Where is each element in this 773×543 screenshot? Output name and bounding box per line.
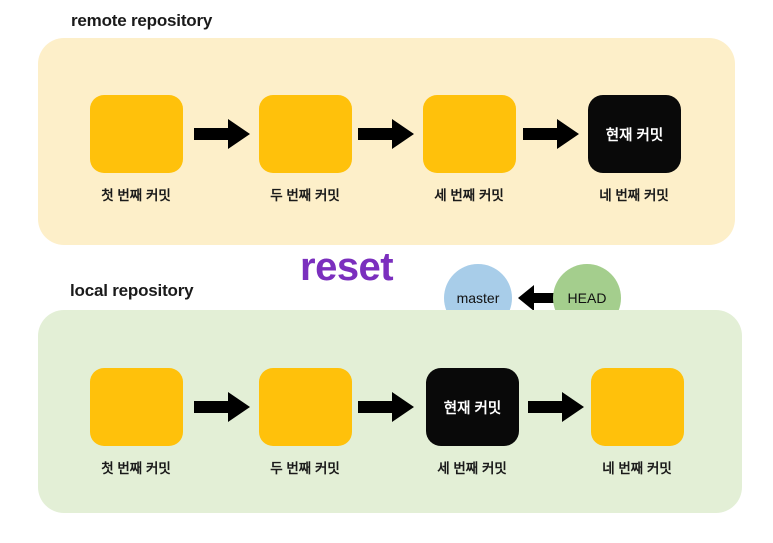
local-commit-node-1[interactable] bbox=[90, 368, 183, 446]
local-arrow-right-1-icon bbox=[194, 391, 250, 423]
local-arrow-right-3-icon bbox=[528, 391, 584, 423]
remote-commit-caption-3: 세 번째 커밋 bbox=[434, 188, 504, 203]
remote-repository-title: remote repository bbox=[71, 11, 213, 30]
master-branch-label: master bbox=[456, 290, 500, 306]
local-commit-node-3[interactable]: 현재 커밋 bbox=[426, 368, 519, 446]
remote-commit-caption-4: 네 번째 커밋 bbox=[599, 188, 669, 203]
remote-commit-node-1[interactable] bbox=[90, 95, 183, 173]
local-commit-caption-3: 세 번째 커밋 bbox=[437, 461, 507, 476]
remote-commit-node-4[interactable]: 현재 커밋 bbox=[588, 95, 681, 173]
remote-commit-node-2[interactable] bbox=[259, 95, 352, 173]
remote-arrow-right-2-icon bbox=[358, 118, 414, 150]
remote-arrow-right-1-icon bbox=[194, 118, 250, 150]
local-repository-title: local repository bbox=[70, 281, 194, 300]
remote-commit-node-3[interactable] bbox=[423, 95, 516, 173]
head-label: HEAD bbox=[567, 290, 607, 306]
local-commit-inner-label-3: 현재 커밋 bbox=[443, 400, 502, 417]
remote-commit-caption-1: 첫 번째 커밋 bbox=[101, 188, 171, 203]
remote-commit-caption-2: 두 번째 커밋 bbox=[270, 188, 340, 203]
reset-operation-label: reset bbox=[300, 245, 394, 289]
local-commit-node-2[interactable] bbox=[259, 368, 352, 446]
local-commit-caption-2: 두 번째 커밋 bbox=[270, 461, 340, 476]
head-to-master-arrow-icon bbox=[518, 284, 564, 312]
local-commit-node-4[interactable] bbox=[591, 368, 684, 446]
local-arrow-right-2-icon bbox=[358, 391, 414, 423]
remote-commit-inner-label-4: 현재 커밋 bbox=[605, 127, 664, 144]
local-commit-caption-1: 첫 번째 커밋 bbox=[101, 461, 171, 476]
remote-arrow-right-3-icon bbox=[523, 118, 579, 150]
local-commit-caption-4: 네 번째 커밋 bbox=[602, 461, 672, 476]
